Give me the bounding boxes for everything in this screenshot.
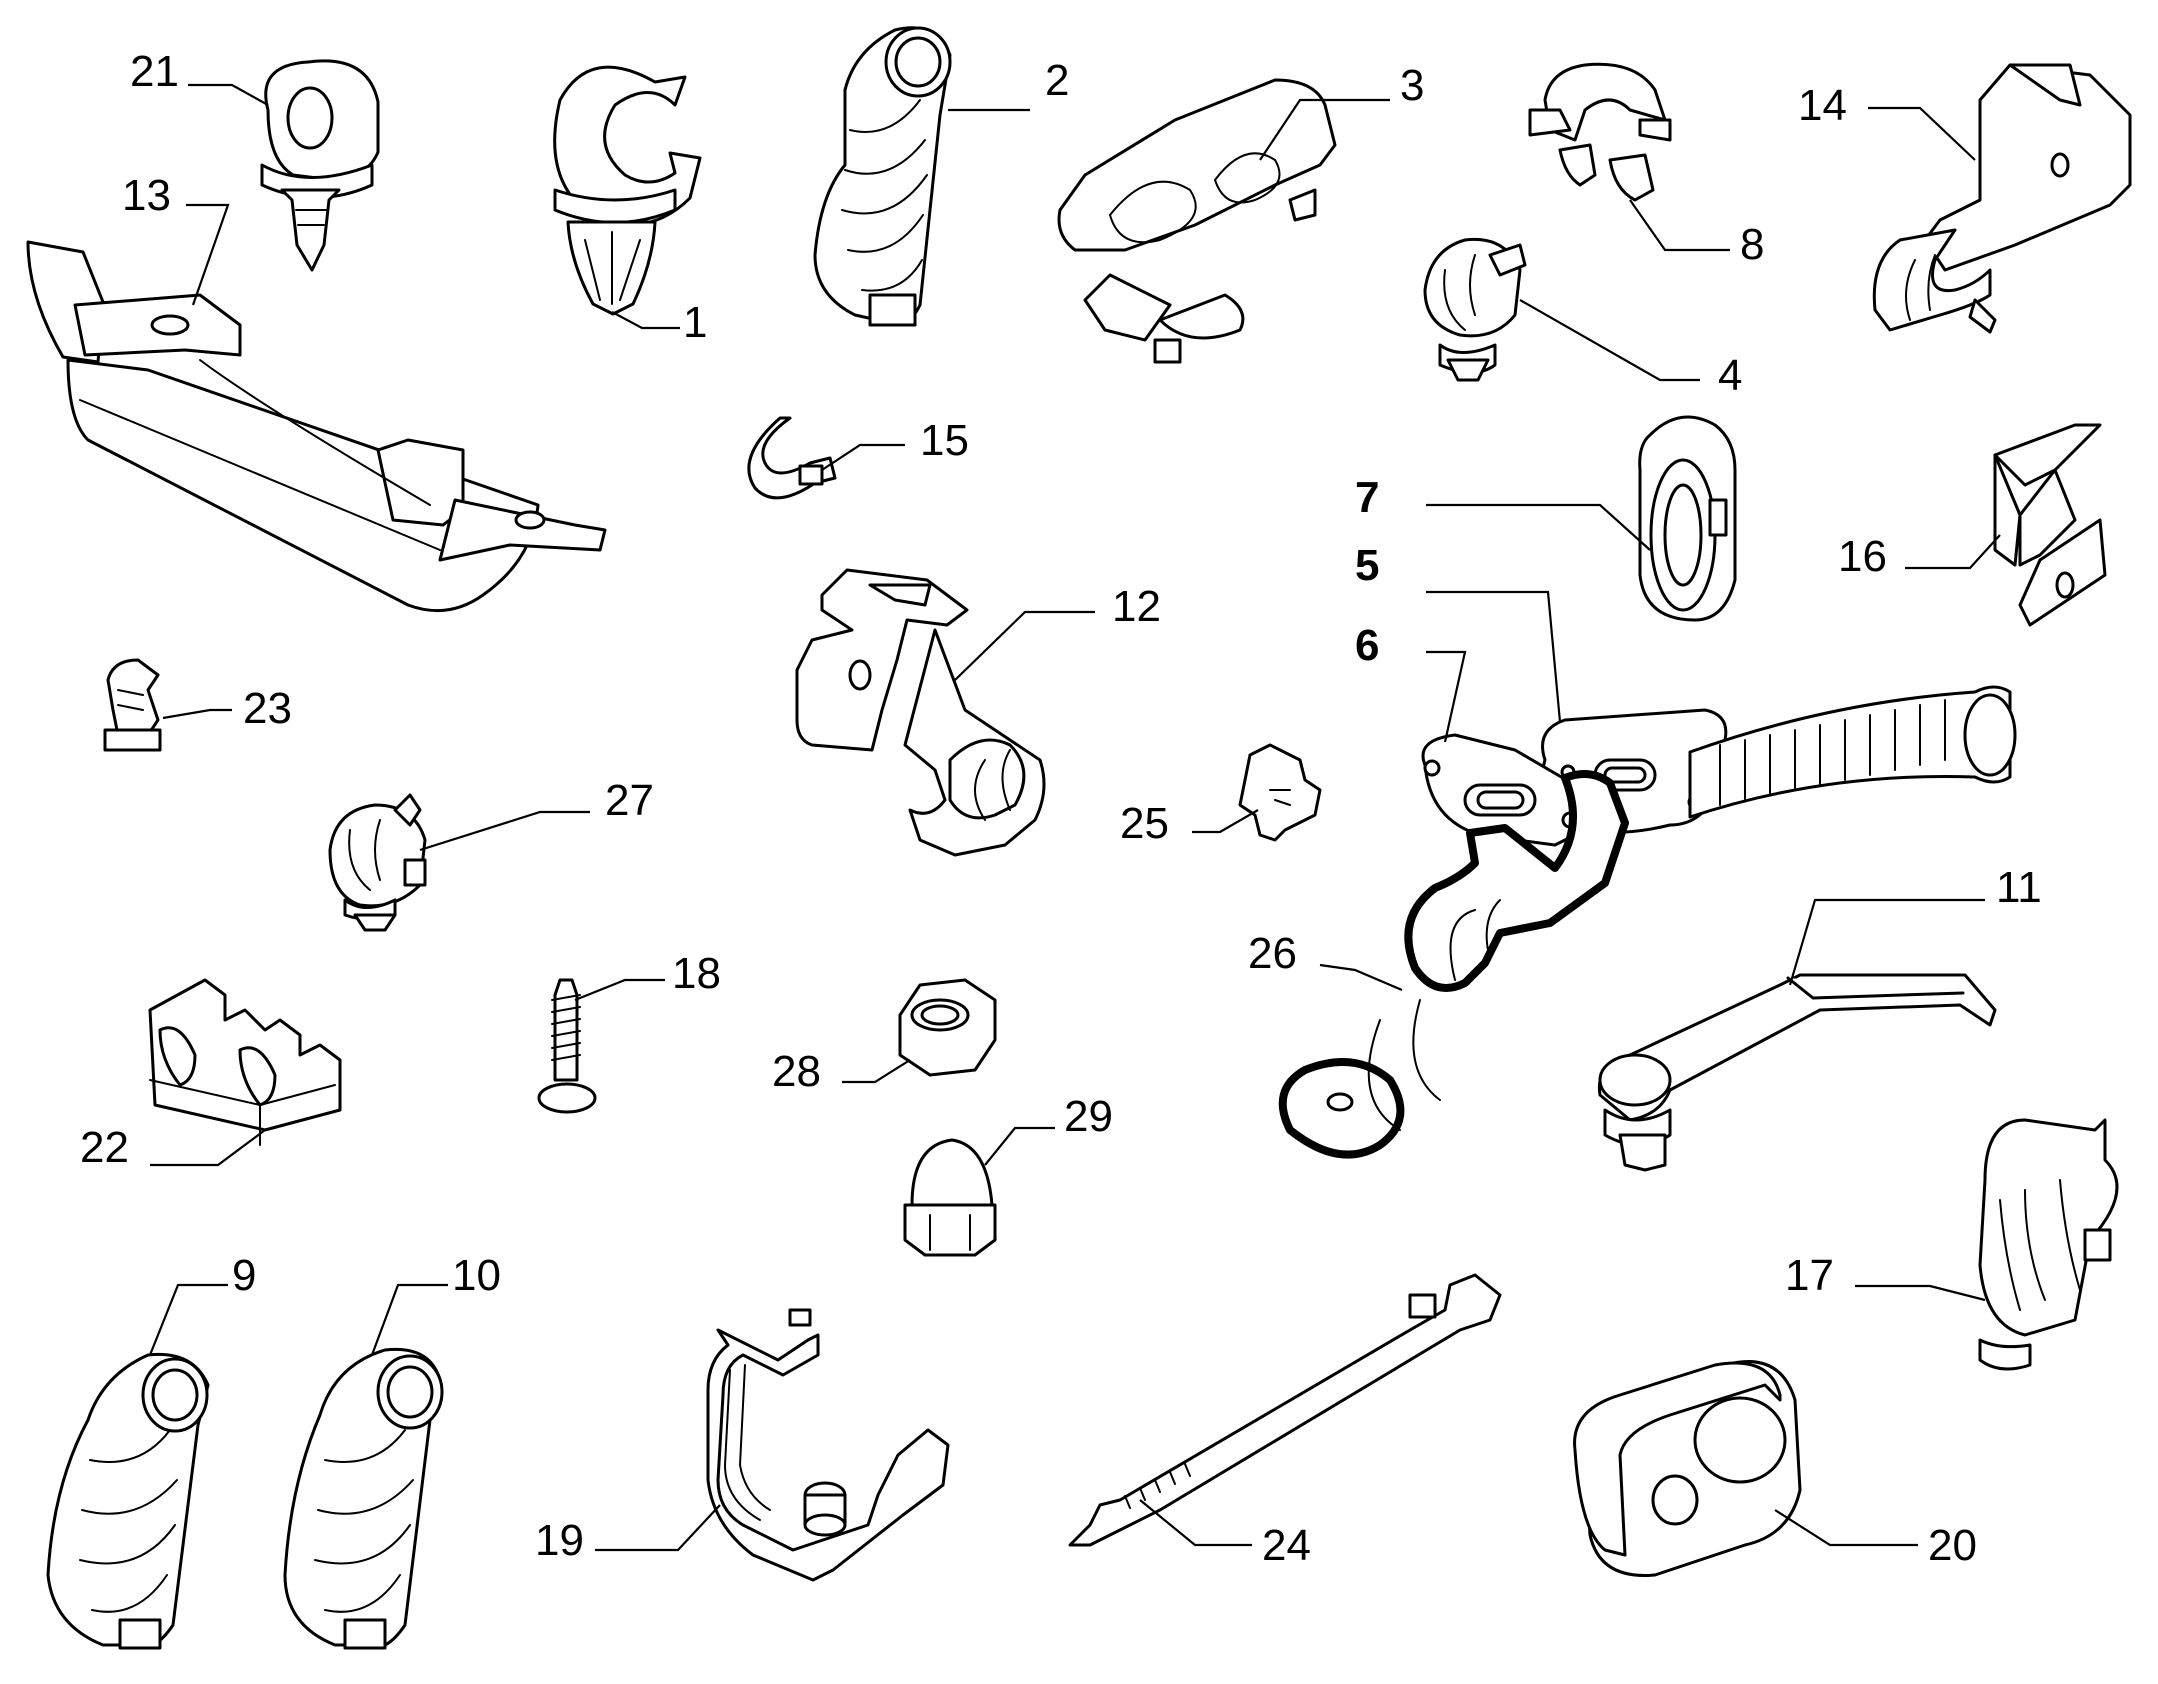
callout-10: 10 (452, 1251, 501, 1300)
leader-20 (1774, 1509, 1918, 1547)
leader-9 (148, 1283, 228, 1356)
leader-14 (1868, 106, 1976, 161)
part-8-drawing (1528, 62, 1672, 202)
part-17-drawing (1978, 1118, 2119, 1371)
callout-17: 17 (1785, 1251, 1834, 1300)
part-3-drawing (1057, 78, 1337, 364)
part-13-drawing (26, 240, 607, 613)
leader-12 (954, 610, 1095, 681)
callout-20: 20 (1928, 1521, 1977, 1570)
leader-19 (595, 1504, 721, 1552)
part-9-drawing (46, 1352, 210, 1650)
part-7-drawing (1638, 415, 1737, 622)
part-16-drawing (1993, 423, 2107, 627)
leader-1 (611, 311, 680, 330)
leader-8 (1629, 199, 1730, 252)
callout-9: 9 (232, 1251, 256, 1300)
part-25-drawing (1238, 743, 1322, 842)
callout-13: 13 (122, 171, 171, 220)
part-2-drawing (813, 26, 952, 327)
leader-10 (370, 1283, 448, 1356)
callout-11: 11 (1996, 863, 2042, 912)
part-4-drawing (1423, 237, 1527, 382)
callout-14: 14 (1798, 81, 1847, 130)
callout-12: 12 (1112, 582, 1161, 631)
leader-16 (1905, 534, 2001, 570)
part-22-drawing (148, 978, 342, 1146)
leader-3 (1259, 98, 1390, 161)
leader-18 (574, 978, 665, 1002)
leader-13 (186, 203, 230, 306)
part-21-drawing (260, 59, 380, 272)
leader-7 (1426, 503, 1651, 551)
leader-6 (1426, 650, 1467, 743)
callout-2: 2 (1045, 56, 1069, 105)
leader-15 (821, 443, 905, 471)
part-12-drawing (795, 568, 1046, 857)
callout-26: 26 (1248, 929, 1297, 978)
callout-15: 15 (920, 416, 969, 465)
part-28-drawing (898, 978, 997, 1077)
callout-29: 29 (1064, 1092, 1113, 1141)
callout-23: 23 (243, 684, 292, 733)
callout-3: 3 (1400, 61, 1424, 110)
callout-24: 24 (1262, 1521, 1311, 1570)
part-14-drawing (1872, 63, 2132, 334)
part-29-drawing (903, 1138, 997, 1257)
part-1-drawing (553, 65, 702, 316)
callout-8: 8 (1740, 220, 1764, 269)
callout-28: 28 (772, 1047, 821, 1096)
part-11-drawing (1597, 973, 1997, 1172)
callout-16: 16 (1838, 532, 1887, 581)
callout-1: 1 (683, 298, 707, 347)
leader-11 (1788, 898, 1985, 986)
leader-4 (1519, 299, 1700, 382)
callout-25: 25 (1120, 799, 1169, 848)
part-19-drawing (706, 1308, 950, 1582)
leader-21 (188, 83, 269, 106)
leader-26 (1319, 963, 1403, 992)
callout-5: 5 (1355, 541, 1379, 590)
part-18-drawing (537, 978, 597, 1114)
leader-23 (162, 708, 232, 720)
callout-4: 4 (1718, 351, 1742, 400)
callout-18: 18 (672, 949, 721, 998)
leader-17 (1855, 1284, 1986, 1302)
leader-29 (984, 1126, 1055, 1166)
callout-27: 27 (605, 776, 654, 825)
callout-7: 7 (1355, 473, 1379, 522)
leader-27 (419, 810, 590, 852)
part-20-drawing (1573, 1360, 1802, 1577)
leader-22 (150, 1129, 266, 1167)
part-27-drawing (328, 793, 427, 932)
part-15-drawing (747, 416, 837, 500)
part-26-drawing (1278, 770, 1629, 1159)
part-23-drawing (103, 658, 162, 752)
leader-24 (1139, 1499, 1252, 1547)
part-10-drawing (283, 1347, 444, 1650)
callout-22: 22 (80, 1123, 129, 1172)
callout-6: 6 (1355, 621, 1379, 670)
leader-25 (1192, 809, 1259, 834)
leader-28 (842, 1059, 911, 1084)
callout-19: 19 (535, 1516, 584, 1565)
leader-5 (1426, 590, 1562, 723)
callout-21: 21 (130, 47, 179, 96)
part-24-drawing (1068, 1273, 1502, 1547)
